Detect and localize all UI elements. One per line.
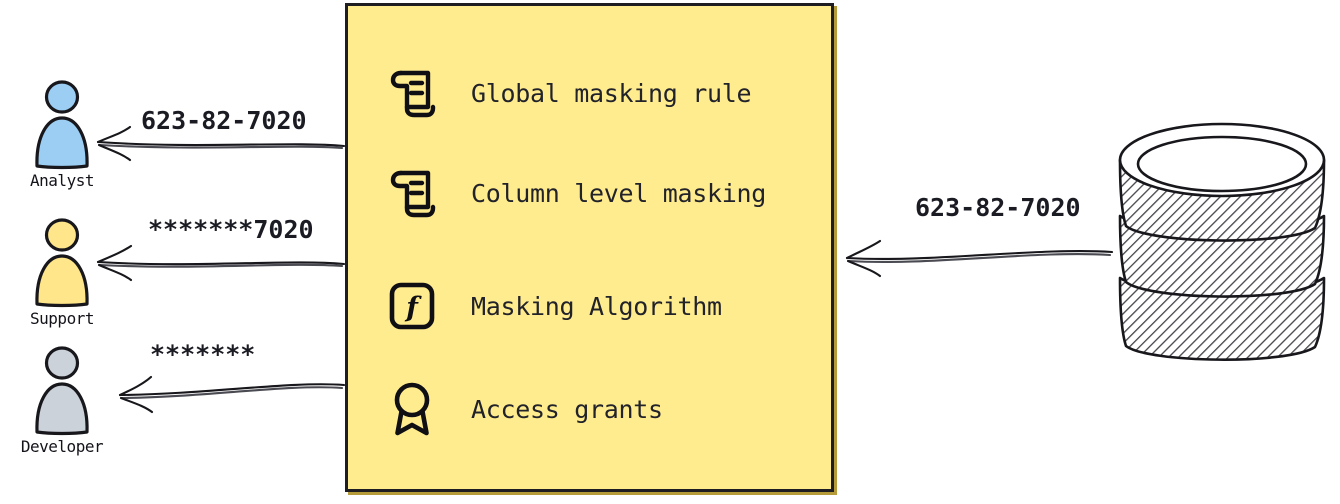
scroll-icon xyxy=(386,65,438,121)
award-icon xyxy=(386,381,438,437)
policy-item-label: Access grants xyxy=(471,394,663,424)
actor-analyst[interactable]: Analyst xyxy=(2,78,122,190)
arrow-left-icon-developer xyxy=(118,375,346,414)
actor-support[interactable]: Support xyxy=(2,216,122,328)
policy-box: Global masking rule Column level masking… xyxy=(345,3,834,492)
arrow-left-icon-analyst xyxy=(96,125,346,162)
database-icon xyxy=(1108,120,1340,390)
person-icon xyxy=(35,218,89,308)
policy-item-masking-algorithm[interactable]: f Masking Algorithm xyxy=(386,278,722,334)
actor-label-support: Support xyxy=(30,309,94,328)
policy-item-label: Column level masking xyxy=(471,178,767,208)
arrow-left-icon-database xyxy=(845,239,1114,278)
svg-text:f: f xyxy=(404,292,422,323)
actor-developer[interactable]: Developer xyxy=(2,344,122,456)
scroll-icon xyxy=(386,165,438,221)
policy-item-label: Global masking rule xyxy=(471,78,752,108)
policy-item-column-level-masking[interactable]: Column level masking xyxy=(386,165,766,221)
function-icon: f xyxy=(386,278,438,334)
arrow-left-icon-support xyxy=(96,244,346,282)
actor-label-analyst: Analyst xyxy=(30,171,94,190)
person-icon xyxy=(35,346,89,436)
flow-label-analyst: 623-82-7020 xyxy=(141,106,307,135)
flow-label-support: *******7020 xyxy=(148,215,314,244)
policy-item-label: Masking Algorithm xyxy=(471,291,722,321)
person-icon xyxy=(35,80,89,170)
flow-label-database: 623-82-7020 xyxy=(915,193,1081,222)
flow-label-developer: ******* xyxy=(150,340,256,369)
actor-label-developer: Developer xyxy=(20,437,104,456)
policy-item-access-grants[interactable]: Access grants xyxy=(386,381,663,437)
policy-item-global-masking-rule[interactable]: Global masking rule xyxy=(386,65,752,121)
